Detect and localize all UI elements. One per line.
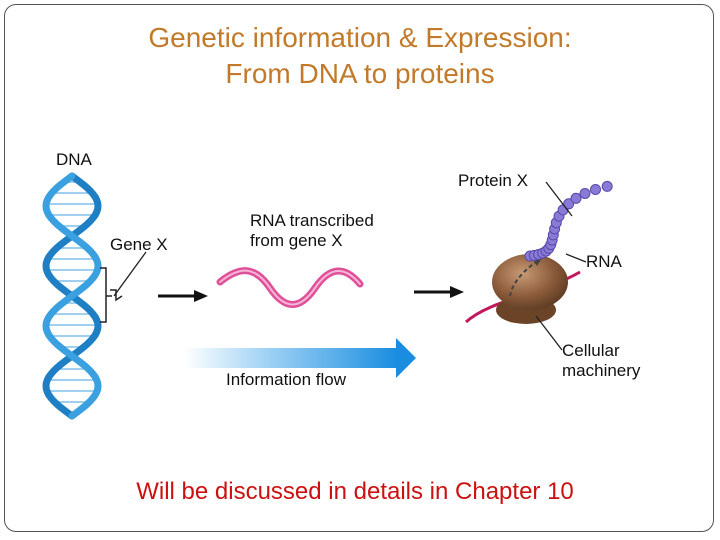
protein-label: Protein X [458, 171, 528, 190]
information-flow-arrow [184, 338, 416, 378]
information-flow-label: Information flow [226, 370, 346, 389]
gene-label: Gene X [110, 235, 168, 254]
rna-transcribed-line-2: from gene X [250, 231, 343, 250]
dna-strand [42, 172, 102, 420]
protein-x-chain [524, 180, 613, 262]
transcription-arrow [158, 290, 208, 302]
rna-transcribed-line-1: RNA transcribed [250, 211, 374, 230]
amino-acid-bead [601, 180, 613, 192]
cellular-machinery-label: Cellular machinery [562, 341, 640, 381]
rna-label: RNA [586, 252, 622, 271]
rna-strand [216, 267, 364, 308]
slide-title: Genetic information & Expression: From D… [0, 20, 720, 92]
gene-label-leader [113, 251, 147, 297]
rna-transcribed-label: RNA transcribed from gene X [250, 211, 374, 251]
title-line-1: Genetic information & Expression: [148, 22, 572, 53]
chapter-note: Will be discussed in details in Chapter … [136, 478, 574, 505]
dna-label: DNA [56, 150, 92, 169]
protein-label-leader [545, 181, 573, 217]
amino-acid-bead [570, 192, 582, 204]
ribosome [492, 254, 568, 324]
rna-label-leader [565, 253, 587, 263]
machinery-line-2: machinery [562, 361, 641, 380]
translation-arrow [414, 286, 464, 298]
gene-bracket [100, 267, 123, 323]
rna-strand-highlight [219, 269, 361, 306]
dna-double-helix [42, 172, 102, 420]
machinery-line-1: Cellular [562, 341, 620, 360]
slide-frame [4, 4, 714, 532]
amino-acid-bead [590, 184, 601, 195]
machinery-label-leader [535, 315, 563, 351]
amino-acid-bead [579, 188, 591, 199]
amino-acid-bead [563, 198, 575, 210]
title-line-2: From DNA to proteins [225, 58, 495, 89]
